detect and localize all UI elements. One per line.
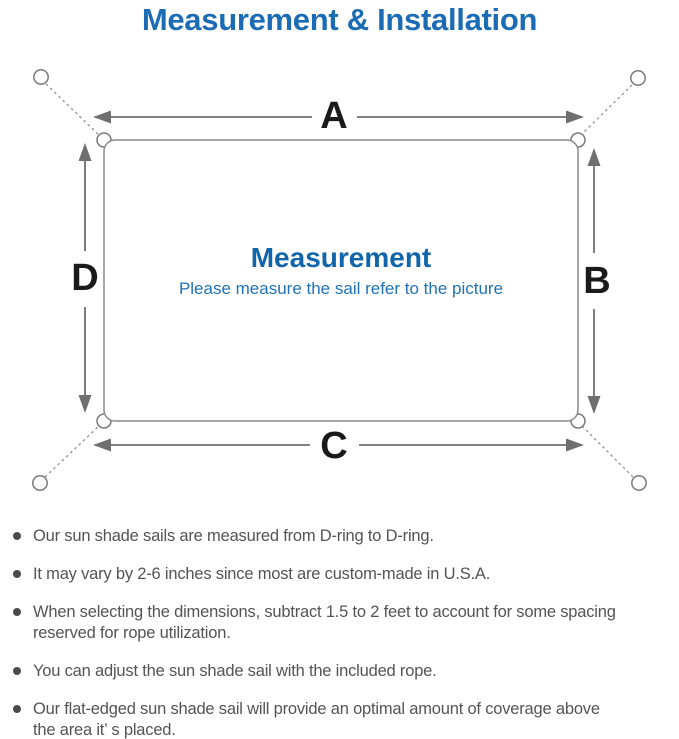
list-item: Our flat-edged sun shade sail will provi… <box>13 699 673 739</box>
list-item: Our sun shade sails are measured from D-… <box>13 526 673 547</box>
list-item: When selecting the dimensions, subtract … <box>13 602 673 644</box>
note-line: You can adjust the sun shade sail with t… <box>33 662 437 680</box>
anchor-circle-bottom-left <box>32 475 48 491</box>
rope-dashed-bottom-left <box>44 425 100 478</box>
bullet-icon <box>13 667 21 675</box>
dimension-label-c: C <box>320 425 348 467</box>
arrow-c-right-head <box>566 438 584 452</box>
rope-dashed-bottom-right <box>581 425 634 478</box>
rope-dashed-top-left <box>45 83 101 137</box>
caption-heading: Measurement <box>250 242 432 273</box>
note-line: Our flat-edged sun shade sail will provi… <box>33 700 600 718</box>
anchor-circle-top-left <box>33 69 49 85</box>
arrow-a-left-head <box>93 110 111 124</box>
arrow-c-left-head <box>93 438 111 452</box>
note-line: reserved for rope utilization. <box>33 624 231 642</box>
dimension-label-a: A <box>320 95 348 137</box>
note-line: It may vary by 2-6 inches since most are… <box>33 565 491 583</box>
dimension-label-b: B <box>583 260 611 302</box>
rope-dashed-top-right <box>581 84 633 135</box>
arrow-a-right-head <box>566 110 584 124</box>
list-item: You can adjust the sun shade sail with t… <box>13 661 673 682</box>
bullet-icon <box>13 532 21 540</box>
bullet-icon <box>13 705 21 713</box>
notes-list: Our sun shade sails are measured from D-… <box>13 526 673 739</box>
bullet-icon <box>13 570 21 578</box>
arrow-b-bottom-head <box>587 396 601 414</box>
sail-outline <box>103 139 579 422</box>
anchor-circle-bottom-right <box>631 475 647 491</box>
note-line: the area it’ s placed. <box>33 721 176 739</box>
arrow-b-top-head <box>587 148 601 166</box>
arrow-d-top-head <box>78 143 92 161</box>
note-line: When selecting the dimensions, subtract … <box>33 603 616 621</box>
bullet-icon <box>13 608 21 616</box>
page-title: Measurement & Installation <box>141 2 538 37</box>
arrow-d-bottom-head <box>78 395 92 413</box>
list-item: It may vary by 2-6 inches since most are… <box>13 564 673 585</box>
caption-subheading: Please measure the sail refer to the pic… <box>178 278 504 298</box>
dimension-label-d: D <box>71 257 99 299</box>
anchor-circle-top-right <box>630 70 646 86</box>
sail-center-caption: Measurement Please measure the sail refe… <box>131 242 551 299</box>
note-line: Our sun shade sails are measured from D-… <box>33 527 434 545</box>
